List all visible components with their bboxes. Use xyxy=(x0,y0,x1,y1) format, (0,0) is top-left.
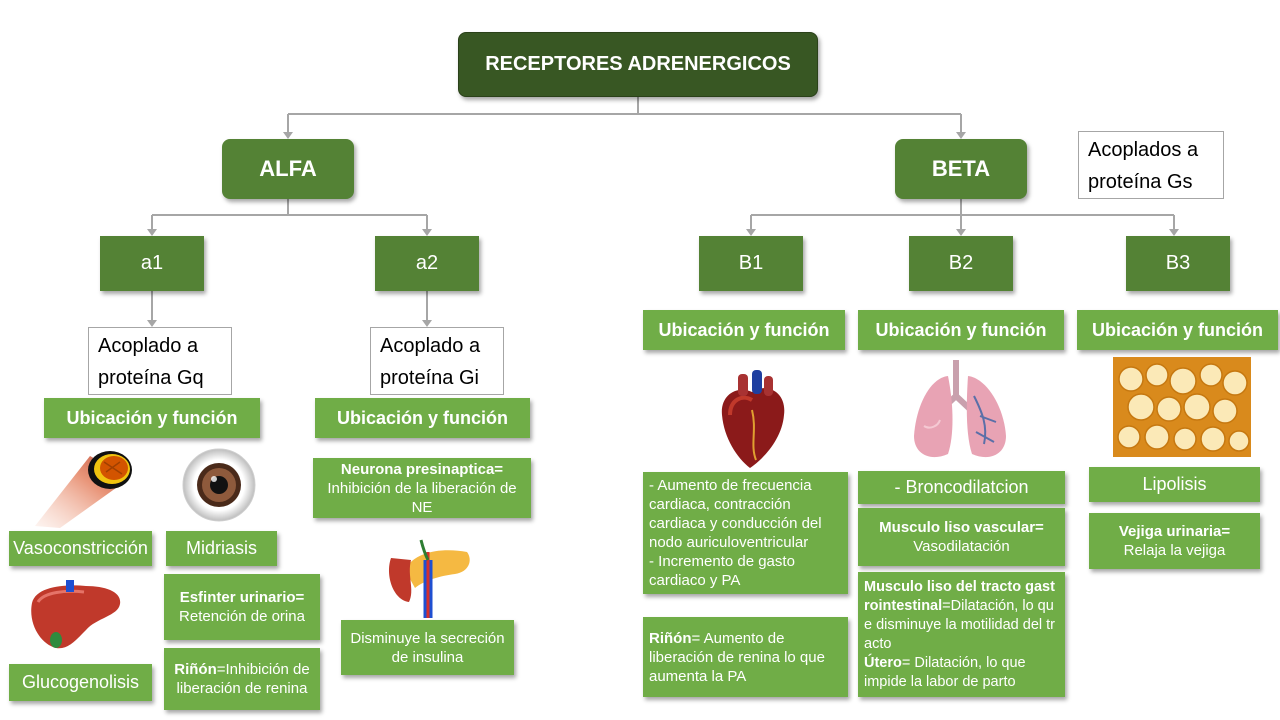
gi-title: Musculo liso del tracto gastrointestinal xyxy=(864,578,1055,614)
glucogenolisis-box: Glucogenolisis xyxy=(9,664,152,701)
vascular-box: Musculo liso vascular= Vasodilatación xyxy=(858,508,1065,566)
lipolisis-box: Lipolisis xyxy=(1089,467,1260,502)
alfa-node: ALFA xyxy=(222,139,354,199)
beta-node: BETA xyxy=(895,139,1027,199)
b1-heart-text-1: - Aumento de frecuencia cardiaca, contra… xyxy=(649,477,822,551)
midriasis-box: Midriasis xyxy=(166,531,277,566)
utero-text: = Dilatación, lo que impide la labor de … xyxy=(864,654,1026,690)
esfinter-title: Esfinter urinario= xyxy=(179,589,305,606)
broncodilatacion-box: - Broncodilatcion xyxy=(858,471,1065,504)
a2-ubicacion-header: Ubicación y función xyxy=(315,398,530,438)
utero-title: Útero xyxy=(864,654,902,671)
b2-ubicacion-header: Ubicación y función xyxy=(858,310,1064,350)
a1-ubicacion-header: Ubicación y función xyxy=(44,398,260,438)
esfinter-box: Esfinter urinario= Retención de orina xyxy=(164,574,320,640)
muscle-icon xyxy=(35,451,132,528)
heart-icon xyxy=(721,370,785,468)
b2-node: B2 xyxy=(909,236,1013,291)
a1-rinon-box: Riñón=Inhibición de liberación de renina xyxy=(164,648,320,710)
b1-rinon-title: Riñón xyxy=(649,629,692,647)
neurona-title: Neurona presinaptica= xyxy=(340,460,504,478)
b3-ubicacion-header: Ubicación y función xyxy=(1077,310,1278,350)
adipose-tissue-icon xyxy=(1113,357,1251,457)
root-node: RECEPTORES ADRENERGICOS xyxy=(458,32,818,97)
vejiga-box: Vejiga urinaria= Relaja la vejiga xyxy=(1089,513,1260,569)
neurona-box: Neurona presinaptica= Inhibición de la l… xyxy=(313,458,531,518)
vejiga-title: Vejiga urinaria= xyxy=(1118,523,1231,540)
b1-rinon-text: = Aumento de liberación de renina lo que… xyxy=(649,629,825,685)
vascular-text: Vasodilatación xyxy=(913,538,1010,555)
gi-text: =Dilatación, lo que disminuye la motilid… xyxy=(864,597,1056,652)
insulina-box: Disminuye la secreción de insulina xyxy=(341,620,514,675)
neurona-text: Inhibición de la liberación de NE xyxy=(327,479,517,516)
b1-heart-text-2: - Incremento de gasto cardiaco y PA xyxy=(649,553,795,589)
gi-utero-box: Musculo liso del tracto gastrointestinal… xyxy=(858,572,1065,697)
b1-heart-box: - Aumento de frecuencia cardiaca, contra… xyxy=(643,472,848,594)
vascular-title: Musculo liso vascular= xyxy=(879,519,1044,536)
b1-ubicacion-header: Ubicación y función xyxy=(643,310,845,350)
b1-node: B1 xyxy=(699,236,803,291)
a2-coupled-box: Acoplado a proteína Gi xyxy=(370,327,504,395)
lungs-icon xyxy=(914,360,1006,458)
a1-rinon-text: =Inhibición de liberación de renina xyxy=(176,661,310,697)
a1-rinon-title: Riñón xyxy=(174,661,217,678)
beta-coupled-box: Acoplados a proteína Gs xyxy=(1078,131,1224,199)
a2-node: a2 xyxy=(375,236,479,291)
b1-rinon-box: Riñón= Aumento de liberación de renina l… xyxy=(643,617,848,697)
a1-coupled-box: Acoplado a proteína Gq xyxy=(88,327,232,395)
vasoconstriccion-box: Vasoconstricción xyxy=(9,531,152,566)
a1-node: a1 xyxy=(100,236,204,291)
liver-icon xyxy=(31,580,121,649)
vejiga-text: Relaja la vejiga xyxy=(1123,542,1226,559)
b3-node: B3 xyxy=(1126,236,1230,291)
pancreas-icon xyxy=(389,539,470,618)
eye-icon xyxy=(182,448,256,522)
esfinter-text: Retención de orina xyxy=(179,608,305,625)
